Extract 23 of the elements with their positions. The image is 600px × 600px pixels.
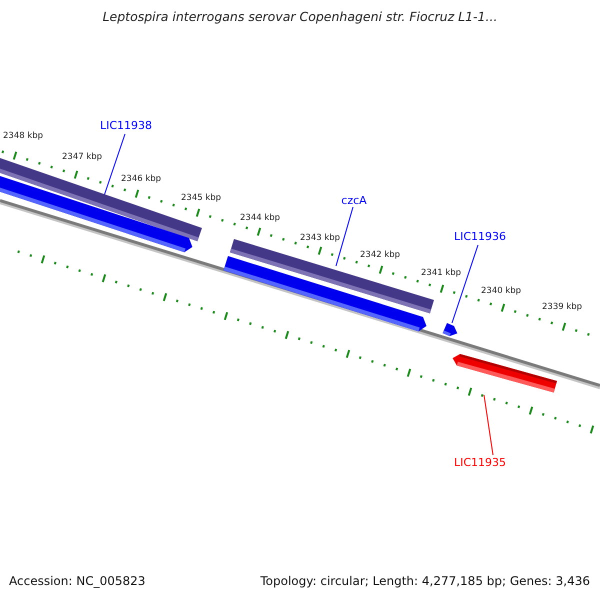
gene-label: LIC11938 [100, 120, 152, 131]
position-label: 2346 kbp [121, 175, 162, 184]
position-label: 2344 kbp [240, 214, 280, 222]
gene-label: LIC11935 [454, 457, 506, 468]
leader-line [104, 134, 126, 196]
accession-text: Accession: NC_005823 [9, 575, 146, 587]
title: Leptospira interrogans serovar Copenhageni str. Fiocruz L1-1... [102, 11, 498, 24]
leader-line [336, 206, 354, 266]
leader-line [484, 394, 494, 456]
position-label: 2345 kbp [181, 194, 222, 202]
position-label: 2342 kbp [360, 251, 400, 260]
genome-info-text: Topology: circular; Length: 4,277,185 bp; Genes: 3,436 [260, 575, 590, 587]
position-label: 2347 kbp [62, 153, 102, 162]
position-label: 2340 kbp [481, 287, 522, 296]
position-label: 2348 kbp [3, 132, 44, 140]
position-label: 2341 kbp [421, 269, 462, 278]
gene-label: LIC11936 [454, 231, 506, 242]
gene-feature [442, 323, 458, 336]
position-label: 2339 kbp [542, 303, 582, 312]
gene-feature [452, 354, 557, 393]
leader-line [452, 244, 478, 324]
gene-label: czcA [341, 195, 367, 206]
position-label: 2343 kbp [300, 234, 340, 242]
